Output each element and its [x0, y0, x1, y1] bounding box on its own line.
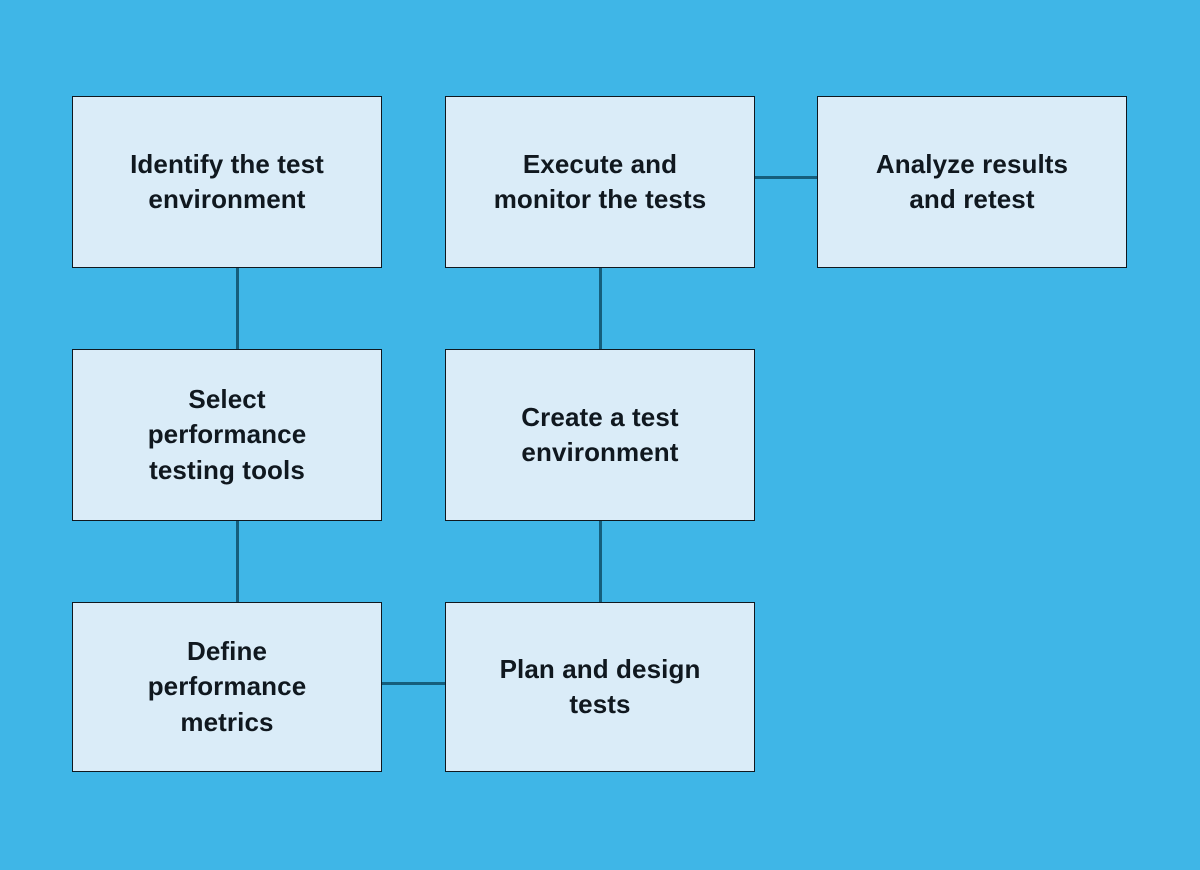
flow-node-select-performance-testing-tools: Select performance testing tools	[72, 349, 382, 521]
connector-define-to-plan	[382, 682, 445, 685]
flow-node-label: Plan and design tests	[499, 653, 701, 719]
flow-node-define-performance-metrics: Define performance metrics	[72, 602, 382, 772]
flow-node-create-test-environment: Create a test environment	[445, 349, 755, 521]
connector-execute-to-create	[599, 268, 602, 349]
flow-node-plan-design-tests: Plan and design tests	[445, 602, 755, 772]
flow-node-label: Create a test environment	[521, 401, 679, 467]
flow-node-label: Analyze results and retest	[875, 148, 1069, 214]
flow-node-label: Execute and monitor the tests	[493, 148, 707, 214]
connector-execute-to-analyze	[755, 176, 817, 179]
connector-identify-to-select	[236, 268, 239, 349]
connector-select-to-define	[236, 521, 239, 602]
flow-node-analyze-results-retest: Analyze results and retest	[817, 96, 1127, 268]
flow-node-identify-test-environment: Identify the test environment	[72, 96, 382, 268]
flow-node-label: Identify the test environment	[130, 148, 324, 214]
flow-node-execute-monitor-tests: Execute and monitor the tests	[445, 96, 755, 268]
connector-create-to-plan	[599, 521, 602, 602]
flow-node-label: Select performance testing tools	[147, 384, 307, 485]
flow-node-label: Define performance metrics	[147, 636, 307, 737]
